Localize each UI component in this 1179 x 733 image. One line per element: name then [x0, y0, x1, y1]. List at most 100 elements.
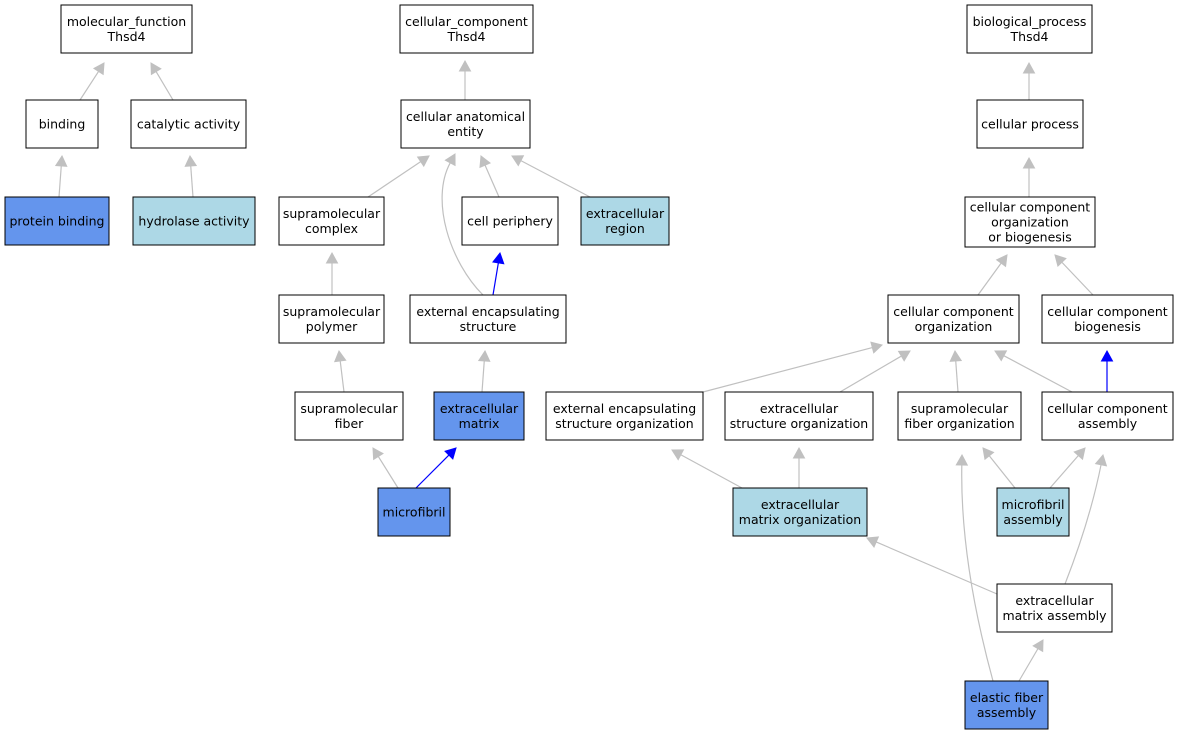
go-term-protein-binding[interactable]: protein binding — [4, 196, 110, 246]
edge-line — [58, 165, 62, 198]
term-label-line: cellular component — [970, 200, 1090, 215]
term-label-line: cellular_component — [405, 14, 528, 29]
edge-cca-to-cco — [994, 350, 1073, 393]
edge-hydrolase-to-catalytic — [184, 154, 198, 198]
term-label-line: extracellular — [586, 206, 665, 221]
edge-line — [79, 71, 100, 101]
term-box — [461, 196, 559, 246]
term-label-line: Thsd4 — [107, 29, 146, 44]
term-label-line: structure — [460, 319, 517, 334]
term-box — [1041, 294, 1174, 344]
term-label-line: binding — [39, 117, 86, 132]
edge-line — [1064, 464, 1102, 585]
edge-ecm-to-ext_enc — [477, 349, 491, 393]
term-box — [964, 680, 1049, 730]
term-box — [976, 99, 1084, 149]
go-term-cellproc[interactable]: cellular process — [976, 99, 1084, 149]
go-term-catalytic[interactable]: catalytic activity — [130, 99, 247, 149]
term-box — [294, 391, 404, 441]
edge-line — [961, 464, 994, 682]
edge-arrowhead — [870, 341, 884, 354]
edge-arrowhead — [1100, 349, 1114, 362]
go-term-hydrolase[interactable]: hydrolase activity — [132, 196, 256, 246]
edge-binding-to-mf_root — [79, 62, 105, 101]
term-label-line: hydrolase activity — [138, 214, 250, 229]
term-label-line: organization — [915, 319, 993, 334]
term-box — [964, 196, 1096, 248]
edge-efa-to-smfo — [955, 453, 994, 682]
edge-microfibril-to-smfiber — [372, 447, 399, 489]
term-box — [433, 391, 525, 441]
edge-arrowhead — [458, 59, 472, 72]
term-label-line: external encapsulating — [416, 304, 559, 319]
edge-ecregion-to-cae — [511, 155, 591, 198]
edge-eso-to-cco — [839, 350, 911, 393]
term-label-line: matrix assembly — [1002, 608, 1107, 623]
term-box — [377, 487, 451, 537]
edge-line — [367, 161, 422, 198]
term-label-line: catalytic activity — [137, 117, 241, 132]
edge-arrowhead — [897, 350, 911, 362]
term-box — [278, 294, 385, 344]
term-label-line: assembly — [1003, 512, 1063, 527]
edge-catalytic-to-mf_root — [150, 62, 174, 101]
edge-line — [702, 346, 873, 393]
term-label-line: cellular component — [1047, 304, 1167, 319]
term-box — [130, 99, 247, 149]
edge-line — [1003, 355, 1073, 393]
edge-arrowhead — [671, 449, 685, 461]
edge-eeso-to-cco — [702, 341, 884, 393]
edge-arrowhead — [416, 155, 430, 168]
term-box — [132, 196, 256, 246]
edge-line — [492, 262, 499, 296]
go-term-microfibril[interactable]: microfibril — [377, 487, 451, 537]
term-label-line: polymer — [306, 319, 358, 334]
term-label-line: structure organization — [555, 416, 693, 431]
edge-ecmo-to-eso — [792, 446, 806, 488]
term-box — [724, 391, 874, 441]
edge-arrowhead — [1054, 254, 1067, 267]
term-label-line: biological_process — [973, 14, 1087, 29]
term-label-line: matrix — [459, 416, 500, 431]
term-label-line: assembly — [977, 705, 1037, 720]
go-term-binding[interactable]: binding — [25, 99, 99, 149]
edge-arrowhead — [511, 155, 525, 167]
edge-line — [839, 355, 902, 393]
term-label-line: fiber organization — [904, 416, 1014, 431]
term-label-line: complex — [305, 221, 358, 236]
edge-ecma-to-ecmo — [866, 536, 998, 595]
term-label-line: structure organization — [730, 416, 868, 431]
edge-mfa-to-cca — [1049, 447, 1086, 489]
edge-line — [875, 541, 998, 595]
term-label-line: supramolecular — [911, 401, 1009, 416]
term-label-line: fiber — [335, 416, 364, 431]
edge-line — [1049, 455, 1079, 489]
term-label-line: extracellular — [760, 401, 839, 416]
term-label-line: Thsd4 — [447, 29, 486, 44]
go-term-cellperiph[interactable]: cell periphery — [461, 196, 559, 246]
edge-line — [481, 360, 485, 393]
